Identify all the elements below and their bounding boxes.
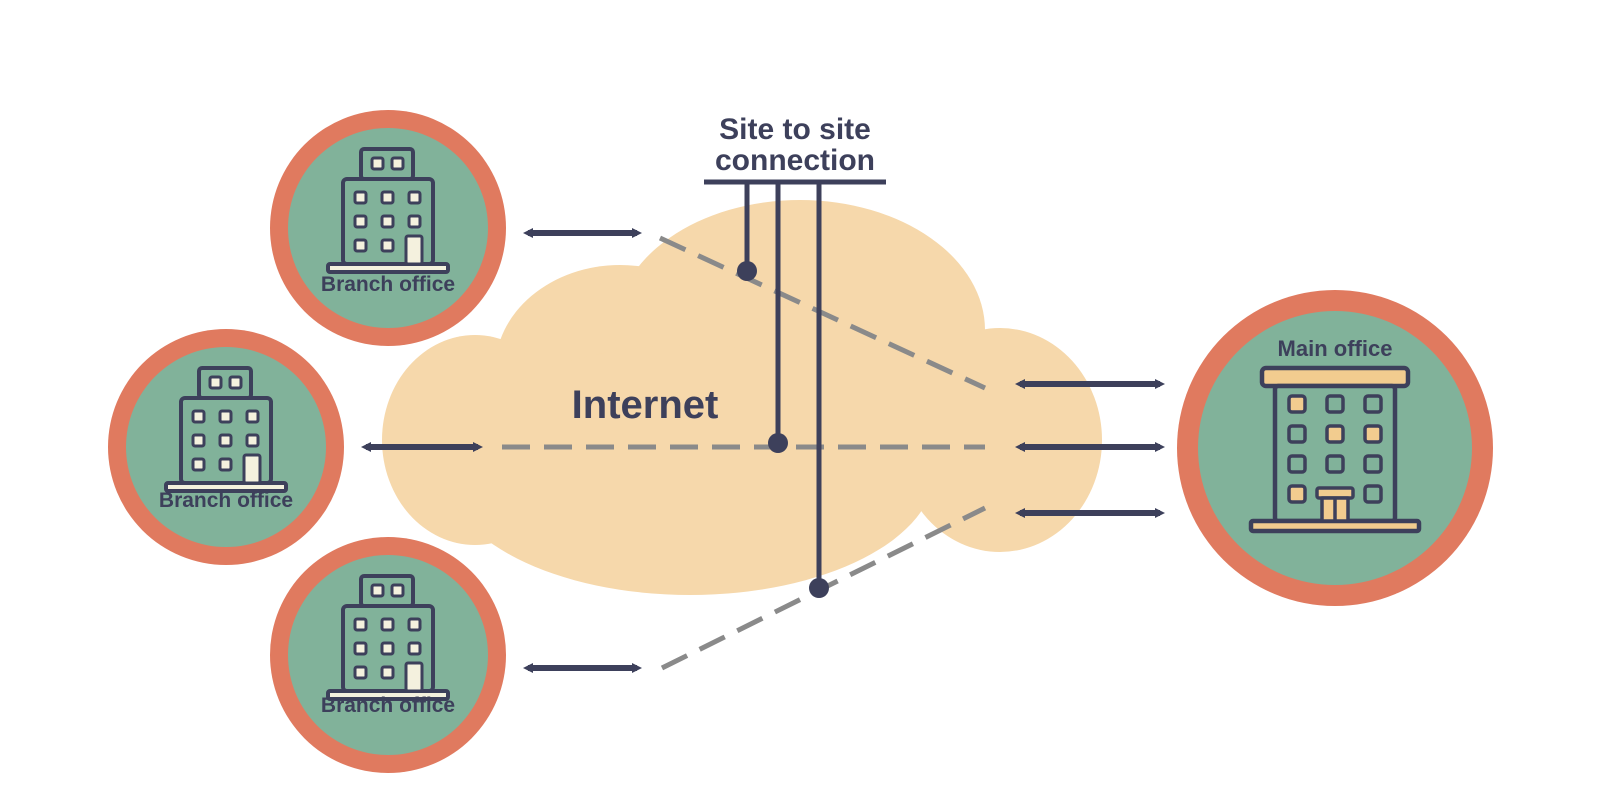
branch-office-bottom: Branch office bbox=[270, 537, 506, 773]
callout-label-line1: Site to site bbox=[719, 113, 871, 146]
callout-bracket bbox=[704, 179, 886, 588]
branch-office-label: Branch office bbox=[159, 489, 293, 512]
main-office: Main office bbox=[1177, 290, 1493, 606]
branch-office-label: Branch office bbox=[321, 694, 455, 717]
callout-dot-middle bbox=[768, 433, 788, 453]
internet-label: Internet bbox=[572, 383, 719, 427]
building-icon bbox=[164, 366, 288, 493]
callout-dot-top bbox=[737, 261, 757, 281]
building-icon bbox=[1248, 365, 1422, 534]
callout-label-line2: connection bbox=[715, 144, 875, 177]
branch-office-top: Branch office bbox=[270, 110, 506, 346]
internet-cloud bbox=[382, 200, 1102, 595]
main-office-label: Main office bbox=[1278, 336, 1393, 361]
branch-office-middle: Branch office bbox=[108, 329, 344, 565]
connection-arrows bbox=[361, 228, 1165, 673]
callout-dot-bottom bbox=[809, 578, 829, 598]
branch-office-label: Branch office bbox=[321, 273, 455, 296]
callout-dots bbox=[737, 261, 829, 598]
building-icon bbox=[326, 574, 450, 701]
building-icon bbox=[326, 147, 450, 274]
tunnel-top bbox=[658, 235, 987, 391]
